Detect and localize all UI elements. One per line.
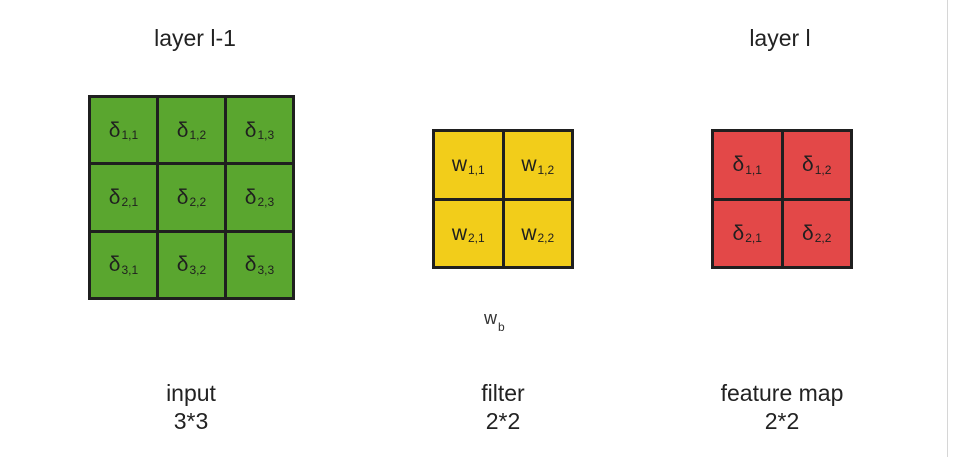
bias-symbol: w <box>484 308 497 328</box>
left-layer-title: layer l-1 <box>154 25 236 51</box>
cell-subscript: 1,2 <box>189 128 207 143</box>
cell-symbol: δ <box>176 118 189 142</box>
cell-symbol: δ <box>244 253 257 277</box>
bias-weight-label: wb <box>484 308 505 334</box>
input-caption: input <box>166 380 216 406</box>
input-size: 3*3 <box>173 408 209 434</box>
cell-subscript: 2,2 <box>814 231 832 246</box>
cell-subscript: 1,2 <box>814 162 832 177</box>
cell-subscript: 1,1 <box>467 162 485 177</box>
cell-symbol: δ <box>244 185 257 209</box>
cell-symbol: w <box>451 221 467 245</box>
cell-subscript: 3,1 <box>121 262 139 277</box>
cell-subscript: 1,1 <box>745 162 762 177</box>
feature-map-size: 2*2 <box>764 408 800 434</box>
cell-symbol: w <box>521 221 537 245</box>
cell-subscript: 2,1 <box>745 231 762 246</box>
cell-subscript: 2,2 <box>537 231 555 246</box>
filter-size: 2*2 <box>485 408 521 434</box>
cell-symbol: δ <box>802 221 814 245</box>
cell-subscript: 1,2 <box>537 162 555 177</box>
cell-symbol: δ <box>108 118 121 142</box>
feature-map-caption: feature map <box>720 380 844 406</box>
right-layer-title: layer l <box>749 25 811 51</box>
cell-symbol: w <box>521 153 537 177</box>
cell-symbol: w <box>451 153 467 177</box>
cell-symbol: δ <box>732 221 745 245</box>
filter-caption: filter <box>481 380 525 406</box>
cell-symbol: δ <box>176 185 189 209</box>
cell-subscript: 2,2 <box>189 195 207 210</box>
cell-symbol: δ <box>802 153 814 177</box>
cell-subscript: 3,2 <box>189 262 207 277</box>
cell-symbol: δ <box>108 253 121 277</box>
cell-subscript: 3,3 <box>257 262 275 277</box>
cell-symbol: δ <box>176 253 189 277</box>
cell-subscript: 2,1 <box>121 195 139 210</box>
cell-symbol: δ <box>108 185 121 209</box>
right-border <box>947 0 958 457</box>
cell-symbol: δ <box>732 153 745 177</box>
cell-subscript: 1,1 <box>121 128 139 143</box>
cell-subscript: 2,3 <box>257 195 275 210</box>
cell-symbol: δ <box>244 118 257 142</box>
cell-subscript: 1,3 <box>257 128 275 143</box>
cell-subscript: 2,1 <box>467 231 485 246</box>
bias-subscript: b <box>498 319 505 334</box>
